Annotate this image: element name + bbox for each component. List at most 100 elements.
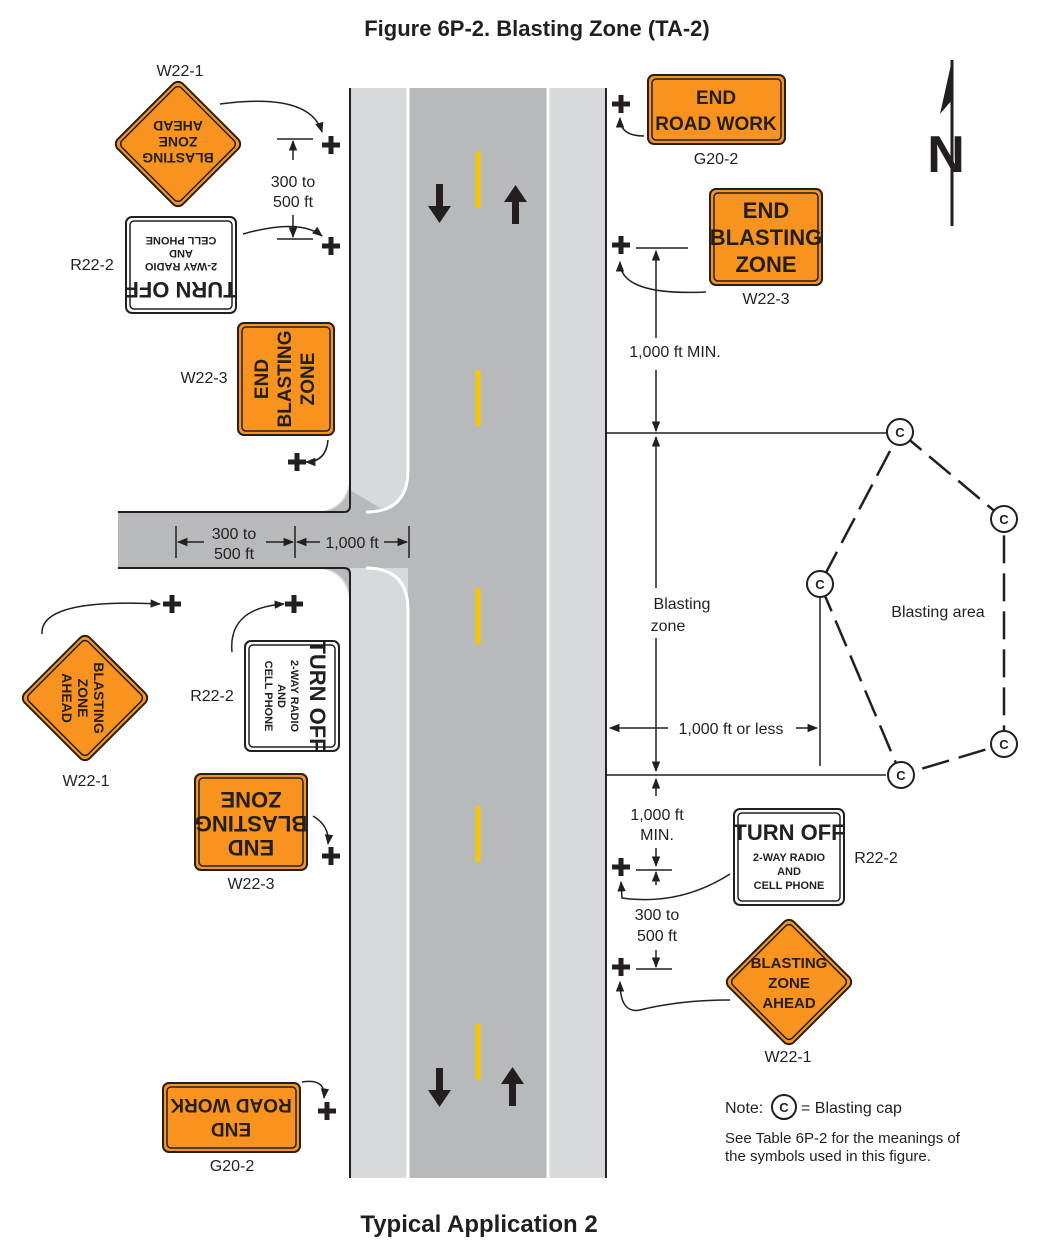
svg-text:R22-2: R22-2 <box>70 257 114 274</box>
svg-text:W22-1: W22-1 <box>62 773 109 790</box>
svg-text:W22-3: W22-3 <box>227 876 274 893</box>
svg-text:2-WAY RADIO: 2-WAY RADIO <box>144 260 217 272</box>
sign-code-label: W22-1 <box>156 63 203 80</box>
svg-text:W22-3: W22-3 <box>180 370 227 387</box>
svg-text:300 to: 300 to <box>212 526 257 543</box>
svg-text:Blasting: Blasting <box>654 596 711 613</box>
north-arrow-icon: N <box>927 60 965 226</box>
svg-text:1,000 ft MIN.: 1,000 ft MIN. <box>629 344 721 361</box>
blasting-cap-icon: C <box>990 505 1018 533</box>
svg-text:ROAD WORK: ROAD WORK <box>170 1094 292 1115</box>
svg-text:TURN OFF: TURN OFF <box>733 820 844 845</box>
svg-text:R22-2: R22-2 <box>190 688 234 705</box>
sign-location-icon <box>612 958 630 976</box>
svg-text:AND: AND <box>777 866 801 878</box>
sign-location-icon <box>285 595 303 613</box>
svg-text:TURN OFF: TURN OFF <box>125 277 236 302</box>
svg-text:R22-2: R22-2 <box>854 850 898 867</box>
svg-text:END: END <box>252 359 273 399</box>
svg-text:C: C <box>815 577 825 592</box>
sign-r22-2-top-left: TURN OFF 2-WAY RADIO AND CELL PHONE <box>125 216 237 314</box>
blasting-cap-icon: C <box>886 418 914 446</box>
svg-text:AND: AND <box>169 247 193 259</box>
svg-text:300 to: 300 to <box>635 907 680 924</box>
svg-text:END: END <box>743 198 789 223</box>
svg-text:1,000 ft: 1,000 ft <box>325 535 379 552</box>
sign-location-icon <box>612 236 630 254</box>
arrow-northbound-icon <box>504 185 527 224</box>
sign-location-icon <box>318 1102 336 1120</box>
svg-text:Note:: Note: <box>725 1100 763 1117</box>
svg-text:ZONE: ZONE <box>75 679 91 718</box>
svg-text:AHEAD: AHEAD <box>762 995 816 1012</box>
svg-text:300 to: 300 to <box>271 174 316 191</box>
svg-text:AND: AND <box>275 684 287 708</box>
svg-text:TURN OFF: TURN OFF <box>305 640 330 751</box>
svg-text:END: END <box>696 88 736 109</box>
svg-text:CELL PHONE: CELL PHONE <box>146 234 217 246</box>
north-label: N <box>927 126 965 184</box>
svg-text:C: C <box>896 768 906 783</box>
svg-text:END: END <box>211 1118 251 1139</box>
svg-text:BLASTING: BLASTING <box>91 662 107 734</box>
sign-location-icon <box>612 95 630 113</box>
svg-text:AHEAD: AHEAD <box>153 118 203 134</box>
side-road-dimensions: 300 to 500 ft 1,000 ft <box>175 526 410 563</box>
svg-text:ZONE: ZONE <box>159 134 198 150</box>
direction-arrows <box>428 184 527 1107</box>
svg-text:G20-2: G20-2 <box>210 1158 255 1175</box>
svg-text:the symbols used in this figur: the symbols used in this figure. <box>725 1148 931 1165</box>
svg-text:W22-3: W22-3 <box>742 291 789 308</box>
blasting-area: C C C C C Blasting area <box>806 418 1018 789</box>
sign-r22-2-right-lower: TURN OFF 2-WAY RADIO AND CELL PHONE <box>733 808 845 906</box>
sign-g20-2-top-right: END ROAD WORK <box>647 74 786 145</box>
svg-text:1,000 ft or less: 1,000 ft or less <box>679 721 784 738</box>
sign-w22-1-top-left: BLASTING ZONE AHEAD <box>114 80 242 208</box>
svg-text:CELL PHONE: CELL PHONE <box>262 661 274 732</box>
svg-text:C: C <box>895 425 905 440</box>
svg-text:ZONE: ZONE <box>220 787 281 812</box>
sign-w22-1-left-lower: BLASTING ZONE AHEAD <box>21 634 149 762</box>
sign-location-icon <box>322 136 340 154</box>
sign-location-icon <box>612 858 630 876</box>
svg-text:BLASTING: BLASTING <box>195 811 307 836</box>
svg-text:ZONE: ZONE <box>768 975 810 992</box>
svg-text:ROAD WORK: ROAD WORK <box>655 114 777 135</box>
figure-title: Figure 6P-2. Blasting Zone (TA-2) <box>364 16 710 41</box>
sign-w22-1-right-lower: BLASTING ZONE AHEAD <box>725 918 853 1046</box>
arrow-southbound-icon <box>428 184 451 223</box>
blasting-cap-icon <box>771 1094 797 1120</box>
svg-text:1,000 ft: 1,000 ft <box>630 807 684 824</box>
svg-text:C: C <box>779 1100 789 1115</box>
svg-text:BLASTING: BLASTING <box>275 330 296 427</box>
svg-text:ZONE: ZONE <box>735 252 796 277</box>
sign-location-icon <box>322 847 340 865</box>
sign-w22-3-right-upper: END BLASTING ZONE <box>709 188 823 286</box>
svg-text:See Table 6P-2 for the meaning: See Table 6P-2 for the meanings of <box>725 1130 961 1147</box>
svg-text:ZONE: ZONE <box>298 353 319 406</box>
svg-text:2-WAY RADIO: 2-WAY RADIO <box>288 660 300 733</box>
sign-g20-2-bottom-left: END ROAD WORK <box>162 1082 301 1153</box>
figure-caption: Typical Application 2 <box>360 1211 597 1238</box>
blasting-cap-icon: C <box>806 570 834 598</box>
svg-text:AHEAD: AHEAD <box>59 673 75 723</box>
sign-w22-3-left-upper: END BLASTING ZONE <box>237 322 335 436</box>
svg-text:2-WAY RADIO: 2-WAY RADIO <box>753 852 826 864</box>
blasting-area-label: Blasting area <box>891 604 984 621</box>
arrow-southbound-icon <box>428 1068 451 1107</box>
svg-text:END: END <box>228 835 274 860</box>
svg-text:G20-2: G20-2 <box>694 151 739 168</box>
svg-text:BLASTING: BLASTING <box>710 225 822 250</box>
sign-location-icon <box>288 453 306 471</box>
svg-text:C: C <box>999 737 1009 752</box>
svg-text:500 ft: 500 ft <box>637 928 678 945</box>
svg-text:C: C <box>999 512 1009 527</box>
arrow-northbound-icon <box>501 1067 524 1106</box>
blasting-cap-icon: C <box>887 761 915 789</box>
note: Note: C = Blasting cap See Table 6P-2 fo… <box>725 1094 961 1165</box>
sign-location-icon <box>163 595 181 613</box>
svg-text:BLASTING: BLASTING <box>751 955 828 972</box>
blasting-cap-icon: C <box>990 730 1018 758</box>
svg-text:W22-1: W22-1 <box>764 1049 811 1066</box>
svg-text:= Blasting cap: = Blasting cap <box>801 1100 902 1117</box>
